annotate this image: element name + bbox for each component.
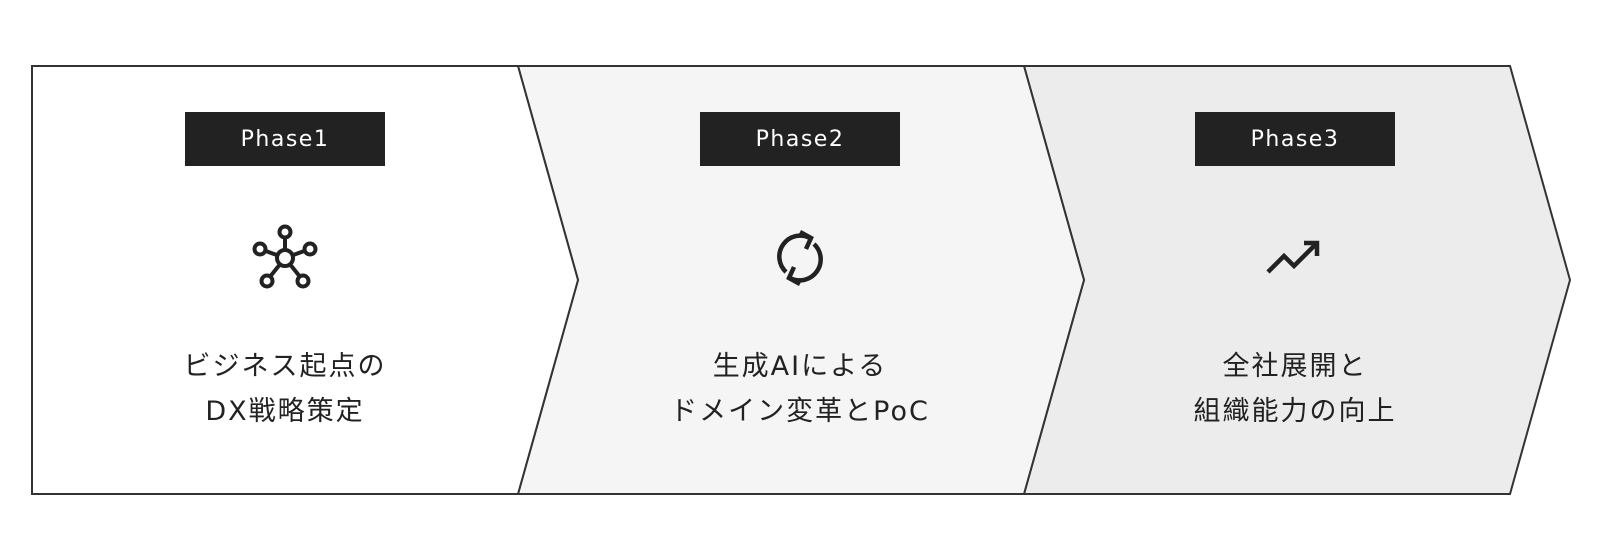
phase-badge: Phase2 [700,112,900,166]
phase-badge: Phase3 [1195,112,1395,166]
description-line-2: ドメイン変革とPoC [670,396,930,427]
phase-2: Phase2 生成AIによる ドメイン変革とPoC [600,112,1000,434]
phase-1: Phase1 ビジネス起点の DX戦略策定 [0,0,570,560]
phase-badge: Phase1 [185,112,385,166]
trending-up-icon [1259,222,1331,294]
refresh-cycle-icon [764,222,836,294]
description-line-2: DX戦略策定 [205,396,365,427]
description-line-1: 生成AIによる [712,351,888,382]
hub-network-icon [249,222,321,294]
description-line-1: ビジネス起点の [183,351,387,382]
phase-description: 生成AIによる ドメイン変革とPoC [600,344,1000,434]
phase-description: ビジネス起点の DX戦略策定 [85,344,485,434]
phase-description: 全社展開と 組織能力の向上 [1095,344,1495,434]
description-line-2: 組織能力の向上 [1193,396,1397,427]
description-line-1: 全社展開と [1222,351,1368,382]
